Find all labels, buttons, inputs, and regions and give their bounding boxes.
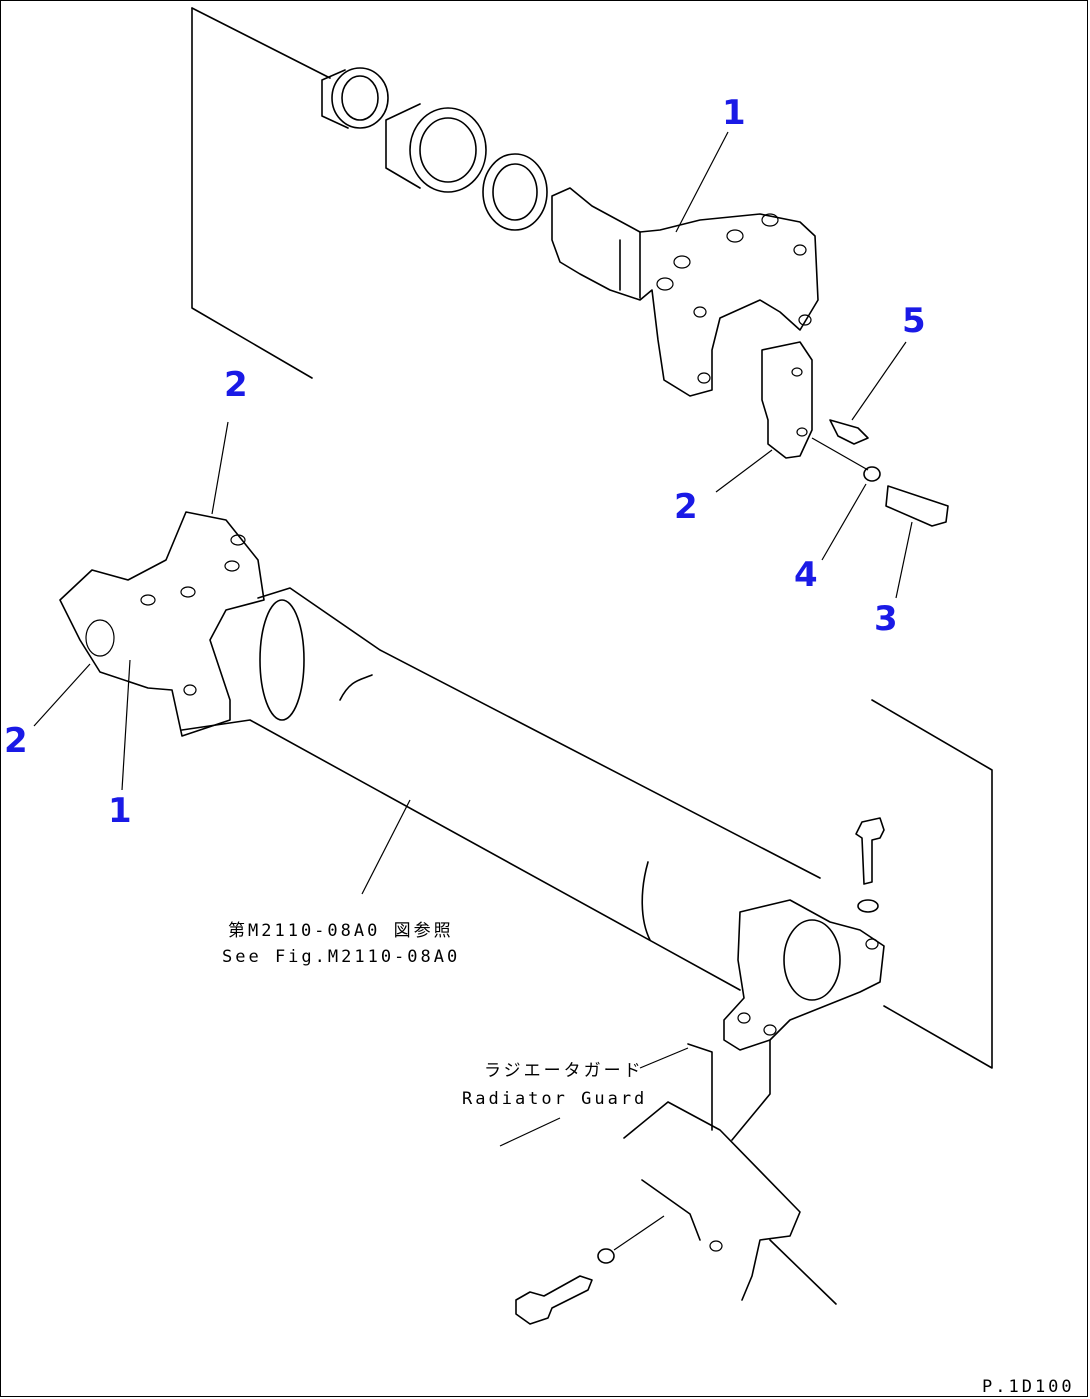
callout-3: 3 bbox=[874, 599, 898, 639]
upper-plane-outline bbox=[191, 7, 331, 379]
upper-cap bbox=[761, 341, 813, 459]
callout-2-lower-side: 2 bbox=[4, 721, 28, 761]
callout-2-upper: 2 bbox=[674, 487, 698, 527]
callout-4: 4 bbox=[794, 555, 818, 595]
grease-fitting bbox=[829, 419, 869, 445]
upper-bushing-small bbox=[321, 67, 389, 129]
callout-1-lower: 1 bbox=[108, 791, 132, 831]
page-reference: P.1D100 bbox=[982, 1377, 1075, 1397]
radiator-guard bbox=[623, 1039, 837, 1305]
guard-bolt bbox=[515, 1215, 665, 1325]
radiator-guard-label-jp: ラジエータガード bbox=[484, 1061, 644, 1081]
leader-lines bbox=[33, 131, 913, 1147]
axle-tube bbox=[181, 587, 821, 991]
lower-right-bracket bbox=[723, 899, 885, 1051]
callout-2-lower-top: 2 bbox=[224, 365, 248, 405]
callout-5: 5 bbox=[902, 301, 926, 341]
upper-support-bracket bbox=[551, 187, 819, 397]
see-fig-note-jp: 第M2110-08A0 図参照 bbox=[228, 921, 454, 941]
washer bbox=[863, 466, 881, 482]
callout-1-upper: 1 bbox=[722, 93, 746, 133]
assembly-line bbox=[811, 437, 869, 471]
lower-bolt-and-washer bbox=[855, 817, 885, 913]
mounting-bolt bbox=[885, 485, 949, 527]
upper-bushing-large bbox=[385, 103, 487, 193]
see-fig-note-en: See Fig.M2110-08A0 bbox=[222, 947, 460, 967]
radiator-guard-label-en: Radiator Guard bbox=[462, 1089, 647, 1109]
lower-left-bracket bbox=[59, 511, 265, 737]
lower-right-plane bbox=[871, 699, 993, 1069]
upper-seal-ring bbox=[482, 153, 548, 231]
